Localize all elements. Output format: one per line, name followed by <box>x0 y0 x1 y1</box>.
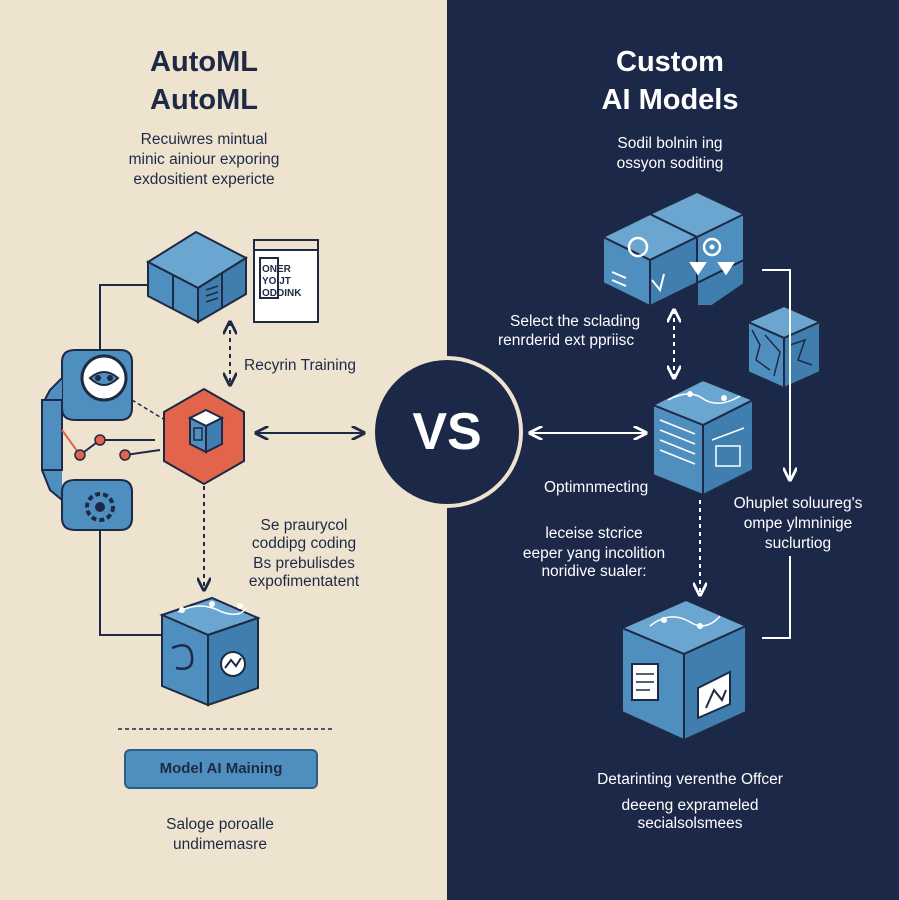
label-training: Recyrin Training <box>244 357 356 374</box>
right-subtitle-line2: ossyon soditing <box>616 155 724 172</box>
left-subtitle-line3: exdositient expericte <box>133 171 275 188</box>
label-leceise-line3: noridive sualer: <box>541 563 647 580</box>
cube-icon <box>145 230 249 324</box>
label-output-line2: ompe ylmninige <box>743 515 853 532</box>
document-cube-icon <box>650 378 756 497</box>
left-footer-line2: undimemasre <box>173 836 267 853</box>
right-title-line1: Custom <box>616 46 724 78</box>
right-connector-top <box>762 269 790 480</box>
screen-text-line1: ONER <box>262 264 291 275</box>
right-footer-line1: Detarinting verenthe Offcer <box>597 771 783 788</box>
left-footer-line1: Saloge poroalle <box>166 816 274 833</box>
image-icon <box>619 598 749 742</box>
screen-text-line2: YOIJT <box>262 276 291 287</box>
label-optim: Optimnmecting <box>544 479 649 496</box>
network-cube-icon <box>159 596 261 707</box>
label-coding-line4: expofimentatent <box>248 573 360 590</box>
vs-label: VS <box>412 403 482 461</box>
texture-cube-icon <box>745 304 823 390</box>
left-title-line2: AutoML <box>150 84 258 116</box>
cube-row-icon <box>600 190 747 308</box>
robot-face-icon <box>41 349 133 501</box>
label-leceise-line2: eeper yang incolition <box>522 545 666 562</box>
left-title-line1: AutoML <box>150 46 258 78</box>
browser-window-icon <box>253 239 319 323</box>
vs-badge: VS <box>371 356 523 508</box>
label-coding-line2: coddipg coding <box>251 535 357 552</box>
left-frame-connector <box>99 284 148 350</box>
screen-text-line3: ODDINK <box>262 288 302 299</box>
left-frame-connector-bottom <box>99 525 165 636</box>
model-training-button[interactable]: Model AI Maining <box>124 749 318 789</box>
label-leceise-line1: leceise stcrice <box>545 525 643 542</box>
label-select-line2: renrderid ext ppriisc <box>498 332 635 349</box>
gear-icon <box>61 479 133 531</box>
label-output-line1: Ohuplet soluureg's <box>733 495 863 512</box>
label-output-line3: suclurtiog <box>764 535 832 552</box>
code-cube-icon <box>163 387 245 486</box>
right-footer-line2: deeeng exprameled <box>621 797 759 814</box>
circuit-icon <box>61 399 166 461</box>
right-title-line2: AI Models <box>601 84 739 116</box>
label-coding-line3: Bs prebulisdes <box>253 555 355 572</box>
right-footer-line3: secialsolsmees <box>637 815 743 832</box>
label-coding-line1: Se praurycol <box>260 517 348 534</box>
left-subtitle-line1: Recuiwres mintual <box>140 131 268 148</box>
right-connector-bottom <box>762 556 791 639</box>
label-select-line1: Select the sclading <box>510 313 641 330</box>
left-subtitle-line2: minic ainiour exporing <box>128 151 280 168</box>
right-subtitle-line1: Sodil bolnin ing <box>617 135 723 152</box>
